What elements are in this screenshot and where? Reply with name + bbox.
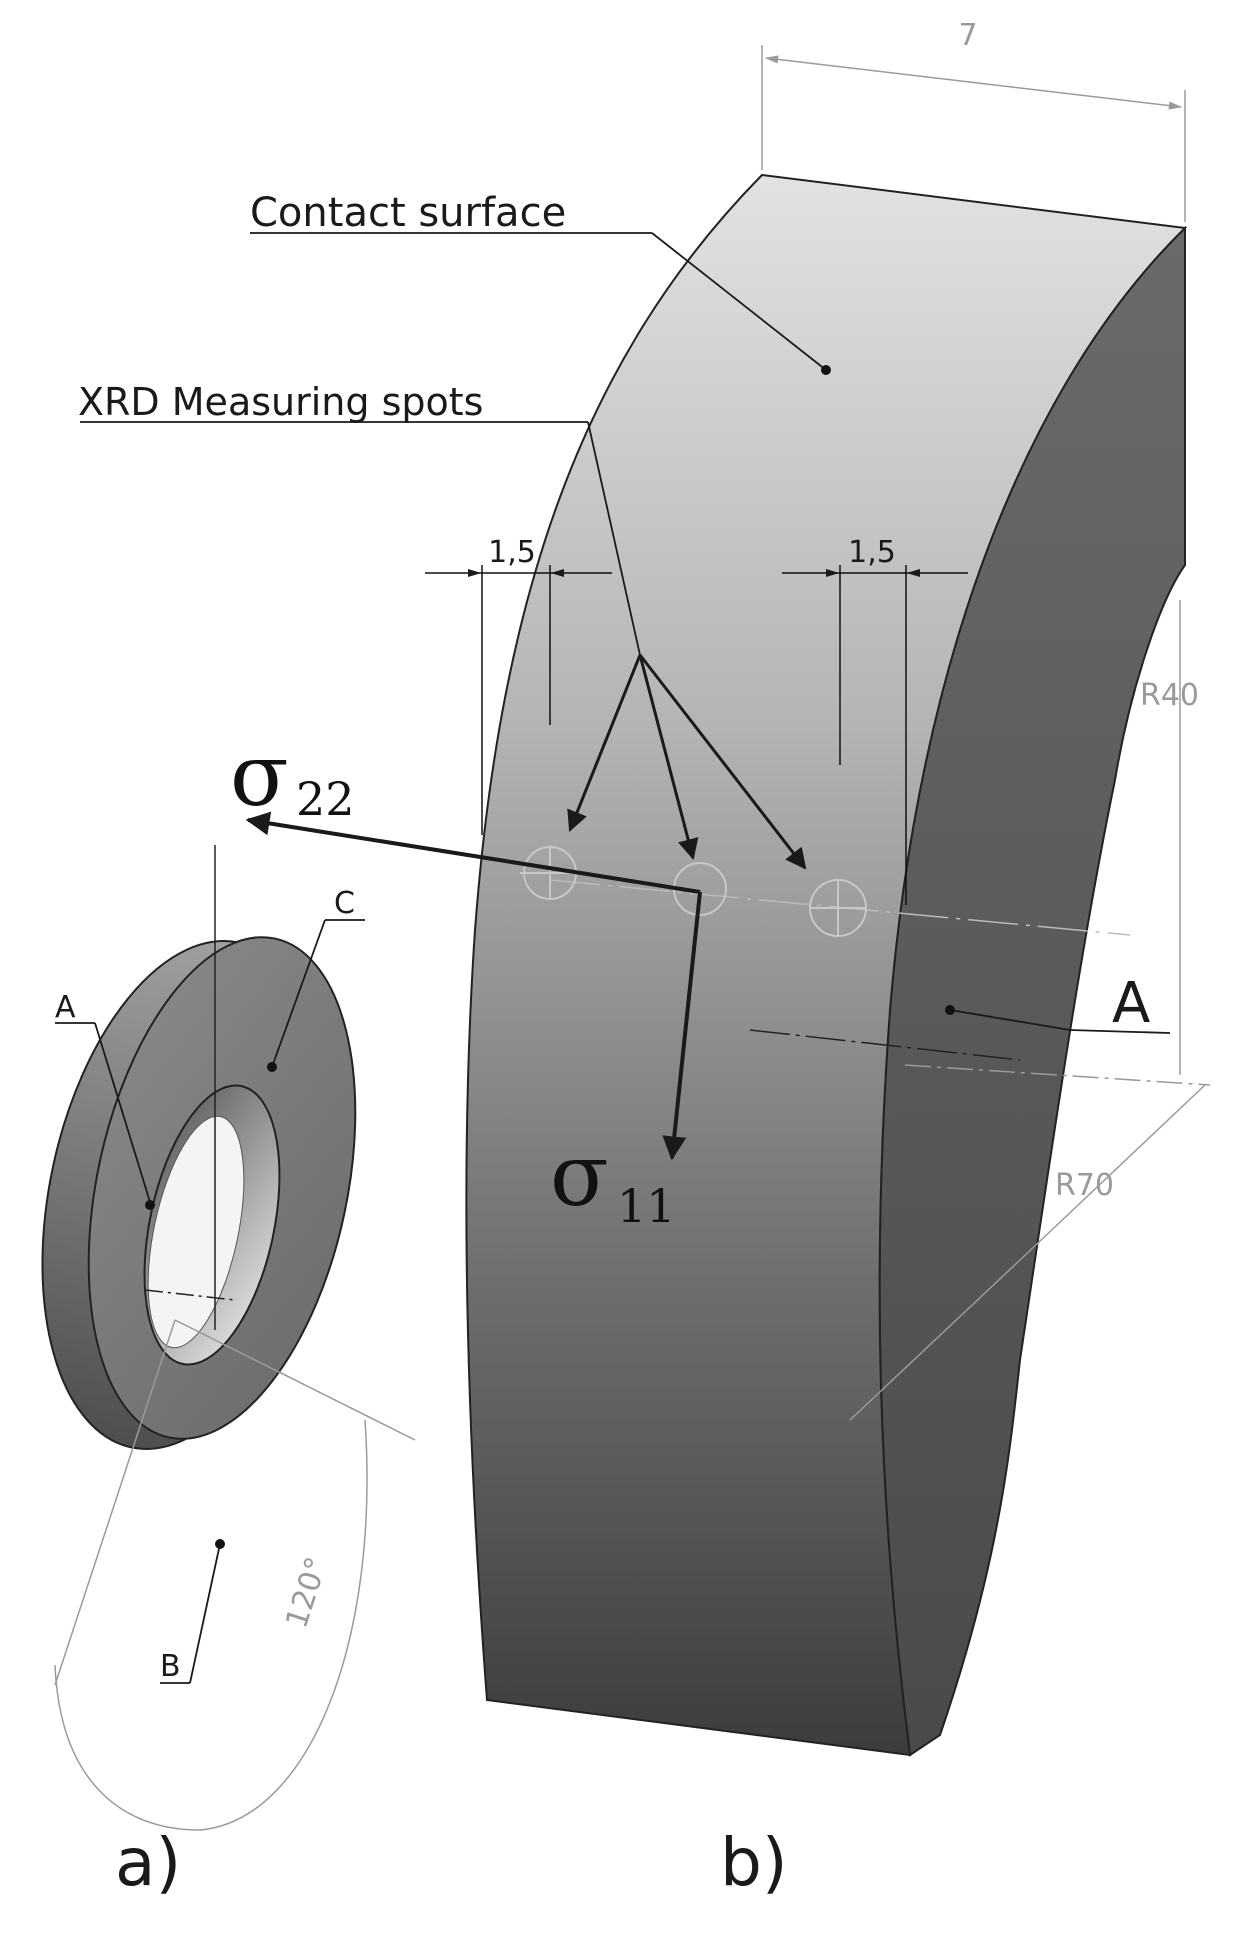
panel-a-label: a) — [115, 1824, 181, 1901]
svg-text:σ: σ — [550, 1126, 609, 1226]
point-a-block-label: A — [1112, 971, 1150, 1036]
point-c-ring-label: C — [334, 886, 355, 921]
angle-label: 120° — [279, 1553, 335, 1633]
spot-offset-left: 1,5 — [488, 535, 536, 570]
leader-lines — [55, 232, 1171, 1684]
block-front-face — [465, 173, 1188, 1757]
xrd-spots-label: XRD Measuring spots — [78, 380, 483, 424]
stress-arrows — [245, 811, 702, 1161]
sigma11-arrow — [662, 891, 702, 1161]
panel-b-label: b) — [720, 1824, 788, 1901]
inner-radius-label: R40 — [1140, 678, 1199, 713]
svg-text:11: 11 — [617, 1179, 676, 1233]
outer-radius-label: R70 — [1055, 1168, 1114, 1203]
sigma22-label: σ 22 — [230, 726, 355, 826]
svg-text:σ: σ — [230, 726, 289, 826]
ring-part — [41, 936, 357, 1450]
svg-text:22: 22 — [296, 772, 355, 826]
ring-hole-inner — [147, 1115, 245, 1349]
surface-dots — [145, 365, 955, 1549]
sigma11-label: σ 11 — [550, 1126, 676, 1233]
point-a-ring-label: A — [55, 990, 76, 1025]
block-part — [465, 173, 1188, 1757]
spot-offset-right: 1,5 — [848, 535, 896, 570]
point-b-ring-label: B — [160, 1649, 181, 1684]
contact-surface-label: Contact surface — [250, 190, 566, 236]
spot-dimensions — [425, 565, 968, 905]
dimension-lines — [54, 45, 1211, 1831]
sigma22-arrow — [245, 811, 701, 894]
width-dimension: 7 — [958, 18, 977, 53]
